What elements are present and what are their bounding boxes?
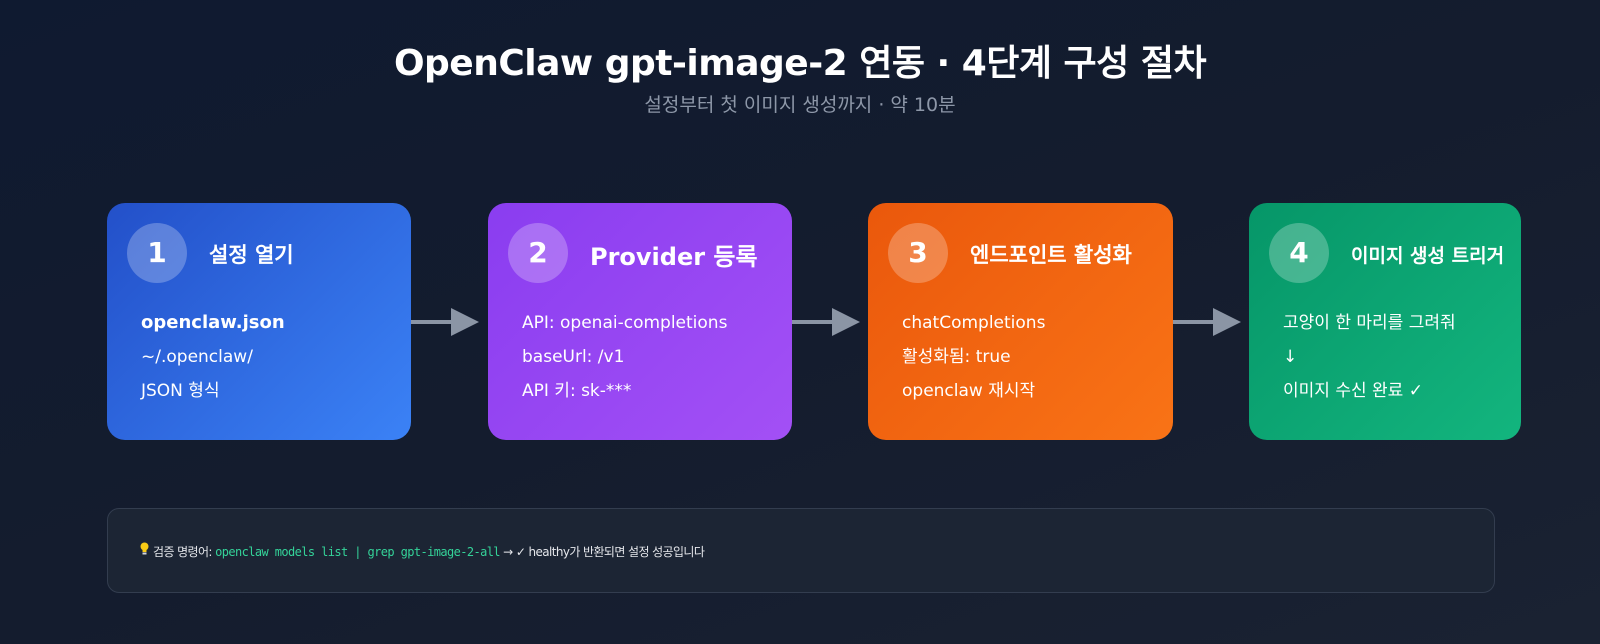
step-details: 고양이 한 마리를 그려줘 ↓ 이미지 수신 완료 ✓: [1283, 306, 1456, 408]
step-card-2: 2 Provider 등록 API: openai-completions ba…: [488, 203, 792, 440]
step-title: 엔드포인트 활성화: [970, 243, 1132, 267]
step-number-badge: 1: [127, 223, 187, 283]
step-number-badge: 3: [888, 223, 948, 283]
step-detail-line: 이미지 수신 완료 ✓: [1283, 381, 1423, 401]
step-details: openclaw.json ~/.openclaw/ JSON 형식: [141, 306, 285, 408]
step-detail-line: API 키: sk-***: [522, 381, 632, 401]
step-detail-line: baseUrl: /v1: [522, 347, 625, 367]
verification-tip-text: 검증 명령어: openclaw models list | grep gpt-…: [140, 542, 705, 560]
arrow-right-icon: [1173, 308, 1241, 336]
step-detail-line: JSON 형식: [141, 381, 220, 401]
tip-label: 검증 명령어:: [153, 545, 212, 559]
lightbulb-icon: [140, 542, 149, 559]
arrow-right-icon: [411, 308, 479, 336]
step-detail-line: ↓: [1283, 347, 1298, 367]
step-detail-line: openclaw.json: [141, 312, 285, 333]
step-title: 설정 열기: [209, 243, 294, 267]
tip-result: → ✓ healthy가 반환되면 설정 성공입니다: [503, 545, 705, 559]
page-subtitle: 설정부터 첫 이미지 생성까지 · 약 10분: [644, 94, 956, 116]
verification-command[interactable]: openclaw models list | grep gpt-image-2-…: [215, 545, 500, 559]
verification-tip-box: 검증 명령어: openclaw models list | grep gpt-…: [107, 508, 1495, 593]
step-detail-line: API: openai-completions: [522, 313, 728, 333]
step-card-4: 4 이미지 생성 트리거 고양이 한 마리를 그려줘 ↓ 이미지 수신 완료 ✓: [1249, 203, 1521, 440]
step-title: 이미지 생성 트리거: [1351, 245, 1505, 267]
step-details: API: openai-completions baseUrl: /v1 API…: [522, 306, 727, 408]
step-detail-line: 활성화됨: true: [902, 347, 1011, 367]
step-detail-line: chatCompletions: [902, 313, 1046, 333]
step-number-badge: 2: [508, 223, 568, 283]
step-detail-line: 고양이 한 마리를 그려줘: [1283, 313, 1456, 333]
step-title: Provider 등록: [590, 243, 758, 271]
step-number-badge: 4: [1269, 223, 1329, 283]
page-title: OpenClaw gpt-image-2 연동 · 4단계 구성 절차: [393, 43, 1207, 84]
step-card-3: 3 엔드포인트 활성화 chatCompletions 활성화됨: true o…: [868, 203, 1173, 440]
step-detail-line: ~/.openclaw/: [141, 347, 253, 367]
arrow-right-icon: [792, 308, 860, 336]
step-details: chatCompletions 활성화됨: true openclaw 재시작: [902, 306, 1045, 408]
step-card-1: 1 설정 열기 openclaw.json ~/.openclaw/ JSON …: [107, 203, 411, 440]
step-detail-line: openclaw 재시작: [902, 381, 1036, 401]
